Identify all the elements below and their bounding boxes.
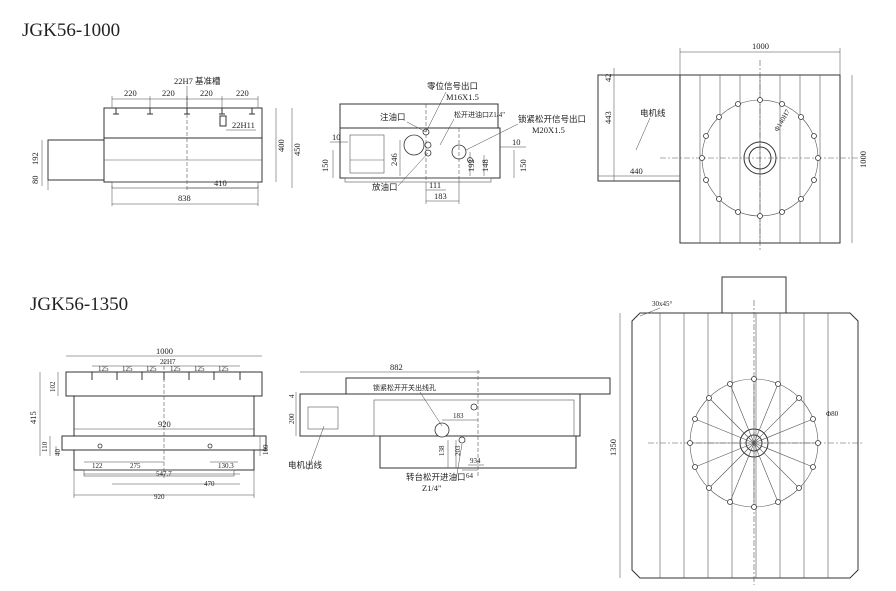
thread2-label: M20X1.5 — [532, 125, 565, 135]
dim-125-4: 125 — [170, 365, 181, 373]
dim-138: 138 — [438, 445, 446, 456]
plan-height-1350: 1350 — [608, 439, 618, 456]
dim-125-6: 125 — [218, 365, 229, 373]
side-view-1350: 882 4 200 锁紧松开开关出线孔 183 138 203 934 64 电… — [288, 362, 611, 493]
dim-440: 440 — [630, 166, 643, 176]
dim-spacing-3: 220 — [200, 88, 213, 98]
plan-view-1000: 1000 1000 42 443 440 电机线 Φ140H7 — [597, 41, 868, 250]
release-port-size: Z1/4" — [422, 483, 442, 493]
dim-10b: 10 — [512, 137, 521, 147]
dim-410: 410 — [214, 178, 227, 188]
dim-275: 275 — [130, 462, 141, 470]
dim-838: 838 — [178, 193, 191, 203]
dim-934: 934 — [470, 457, 481, 465]
front-view-1000: 220 220 220 220 22H7 基准槽 22H11 192 80 40… — [30, 76, 302, 206]
plan-depth: 1000 — [858, 151, 868, 168]
clamp-switch-label: 锁紧松开开关出线孔 — [373, 383, 436, 392]
bore-label: Φ140H7 — [773, 108, 792, 133]
release-port-label-1350: 转台松开进油口 — [406, 472, 466, 482]
dim-122: 122 — [92, 462, 103, 470]
drain-label: 放油口 — [372, 182, 398, 192]
front-view-1350: 1000 125 125 125 125 125 125 22H7 102 41… — [28, 346, 270, 501]
dim-203: 203 — [454, 445, 462, 456]
motor-outlet-label: 电机出线 — [288, 460, 323, 470]
dim-125-3: 125 — [146, 365, 157, 373]
dim-920b: 920 — [154, 493, 165, 501]
dim-183: 183 — [434, 191, 447, 201]
dim-882: 882 — [390, 362, 403, 372]
dim-111: 111 — [429, 180, 441, 190]
dim-920a: 920 — [158, 419, 171, 429]
dim-109: 109 — [262, 444, 270, 455]
dim-192: 192 — [466, 159, 476, 172]
side-view-1000: 零位信号出口 M16X1.5 注油口 松开进油口Z1/4" 锁紧松开信号出口 M… — [320, 81, 586, 204]
model-title-1000: JGK56-1000 — [22, 20, 120, 41]
dim-547: 547.7 — [156, 470, 172, 478]
dim-450: 450 — [292, 143, 302, 156]
dim-200: 200 — [288, 413, 296, 424]
dim-443: 443 — [603, 111, 613, 124]
oil-inlet-label: 注油口 — [380, 112, 406, 122]
motor-line-label: 电机线 — [640, 108, 666, 118]
plan-width: 1000 — [752, 41, 769, 51]
dim-415: 415 — [28, 411, 38, 424]
dim-130: 130.3 — [218, 462, 234, 470]
dim-1000: 1000 — [156, 346, 173, 356]
thread1-label: M16X1.5 — [446, 92, 479, 102]
release-port-label: 松开进油口Z1/4" — [454, 110, 505, 119]
dim-10a: 10 — [332, 132, 341, 142]
plan-view-1350: 30x45° Φ80 1350 — [608, 276, 862, 585]
dim-148: 148 — [480, 159, 490, 172]
dim-42: 42 — [603, 74, 613, 83]
dim-470: 470 — [204, 480, 215, 488]
dim-spacing-4: 220 — [236, 88, 249, 98]
chamfer-label: 30x45° — [652, 300, 673, 308]
dim-125-2: 125 — [122, 365, 133, 373]
dim-183: 183 — [453, 412, 464, 420]
dim-150a: 150 — [320, 159, 330, 172]
fit-slot-label: 22H7 基准槽 — [174, 76, 221, 86]
dim-400: 400 — [276, 139, 286, 152]
dim-4: 4 — [288, 394, 296, 398]
slot-22h7: 22H7 — [160, 358, 176, 366]
zero-signal-label: 零位信号出口 — [427, 81, 478, 91]
model-title-1350: JGK56-1350 — [30, 294, 128, 315]
dim-80: 80 — [30, 176, 40, 185]
dim-246: 246 — [389, 153, 399, 166]
slot2-label: 22H11 — [232, 120, 255, 130]
dim-spacing-1: 220 — [124, 88, 137, 98]
dim-102: 102 — [49, 381, 57, 392]
dim-40: 40 — [54, 449, 62, 457]
dim-110: 110 — [41, 441, 49, 452]
dim-64: 64 — [466, 472, 474, 480]
dim-spacing-2: 220 — [162, 88, 175, 98]
phi80-label: Φ80 — [826, 410, 839, 418]
dim-192: 192 — [30, 152, 40, 165]
clamp-signal-label: 锁紧松开信号出口 — [518, 114, 586, 124]
dim-150b: 150 — [518, 159, 528, 172]
dim-125-5: 125 — [194, 365, 205, 373]
dim-125-1: 125 — [98, 365, 109, 373]
